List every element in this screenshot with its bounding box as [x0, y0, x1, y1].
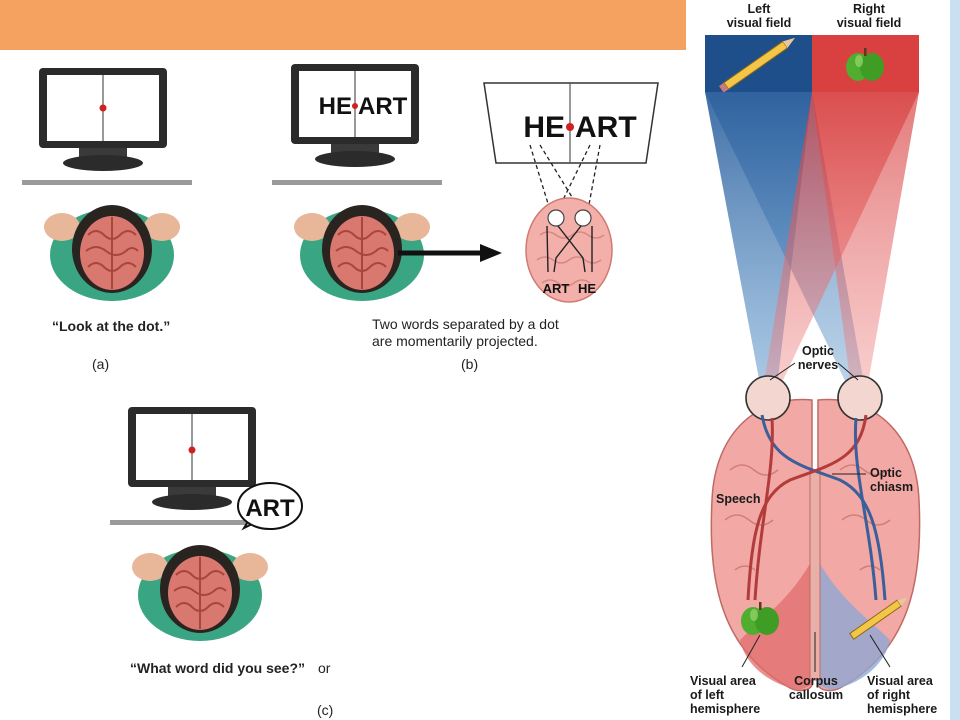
zoom-arrow-head: [480, 244, 502, 262]
panel-c-person: [131, 544, 269, 642]
pencil-icon: [719, 37, 796, 93]
panel-c-monitor: [128, 407, 256, 510]
panel-a-monitor: [39, 68, 167, 171]
small-brain: [525, 197, 613, 303]
speech-label: Speech: [716, 492, 761, 506]
brain-left-label: ART: [543, 281, 570, 296]
right-eye: [837, 375, 883, 421]
optic-nerves-pointer: [769, 362, 796, 381]
panel-a-desk: [22, 180, 192, 185]
panel-c-or: or: [318, 660, 331, 676]
zoom-word-left: HE: [523, 111, 565, 144]
left-eye: [745, 375, 791, 421]
panel-c-desk: [110, 520, 280, 525]
panel-c-caption: “What word did you see?”: [130, 660, 306, 676]
panel-b-screen-word-right: ART: [358, 93, 408, 120]
panel-b-caption-line1: Two words separated by a dot: [372, 316, 559, 332]
speech-word: ART: [245, 495, 295, 522]
panel-b-monitor: HE ART: [291, 64, 419, 167]
speech-bubble: ART: [237, 482, 303, 531]
optic-pathways: [746, 414, 887, 601]
brain-right-label: HE: [578, 281, 596, 296]
zoom-word-right: ART: [575, 111, 637, 144]
panel-b-caption: Two words separated by a dot are momenta…: [372, 316, 559, 350]
panel-a-person: [43, 204, 181, 302]
left-field-beam-to-right-eye: [705, 92, 866, 395]
panel-b-desk: [272, 180, 442, 185]
header-banner: [0, 0, 686, 50]
panel-b-caption-line2: are momentarily projected.: [372, 333, 538, 349]
panel-b-letter: (b): [461, 356, 479, 372]
fixation-dot: [99, 104, 107, 112]
brain-pencil-icon: [849, 597, 908, 640]
panel-a-caption: “Look at the dot.”: [52, 318, 171, 334]
right-field-beam-to-right-eye: [812, 92, 919, 395]
slide-edge-bar: [950, 0, 960, 720]
panel-c-letter: (c): [317, 702, 334, 718]
zoom-dot: [566, 123, 574, 131]
panel-a-letter: (a): [92, 356, 110, 372]
zoom-screen: HE ART: [483, 82, 659, 164]
panel-b-screen-word-left: HE: [319, 93, 352, 120]
